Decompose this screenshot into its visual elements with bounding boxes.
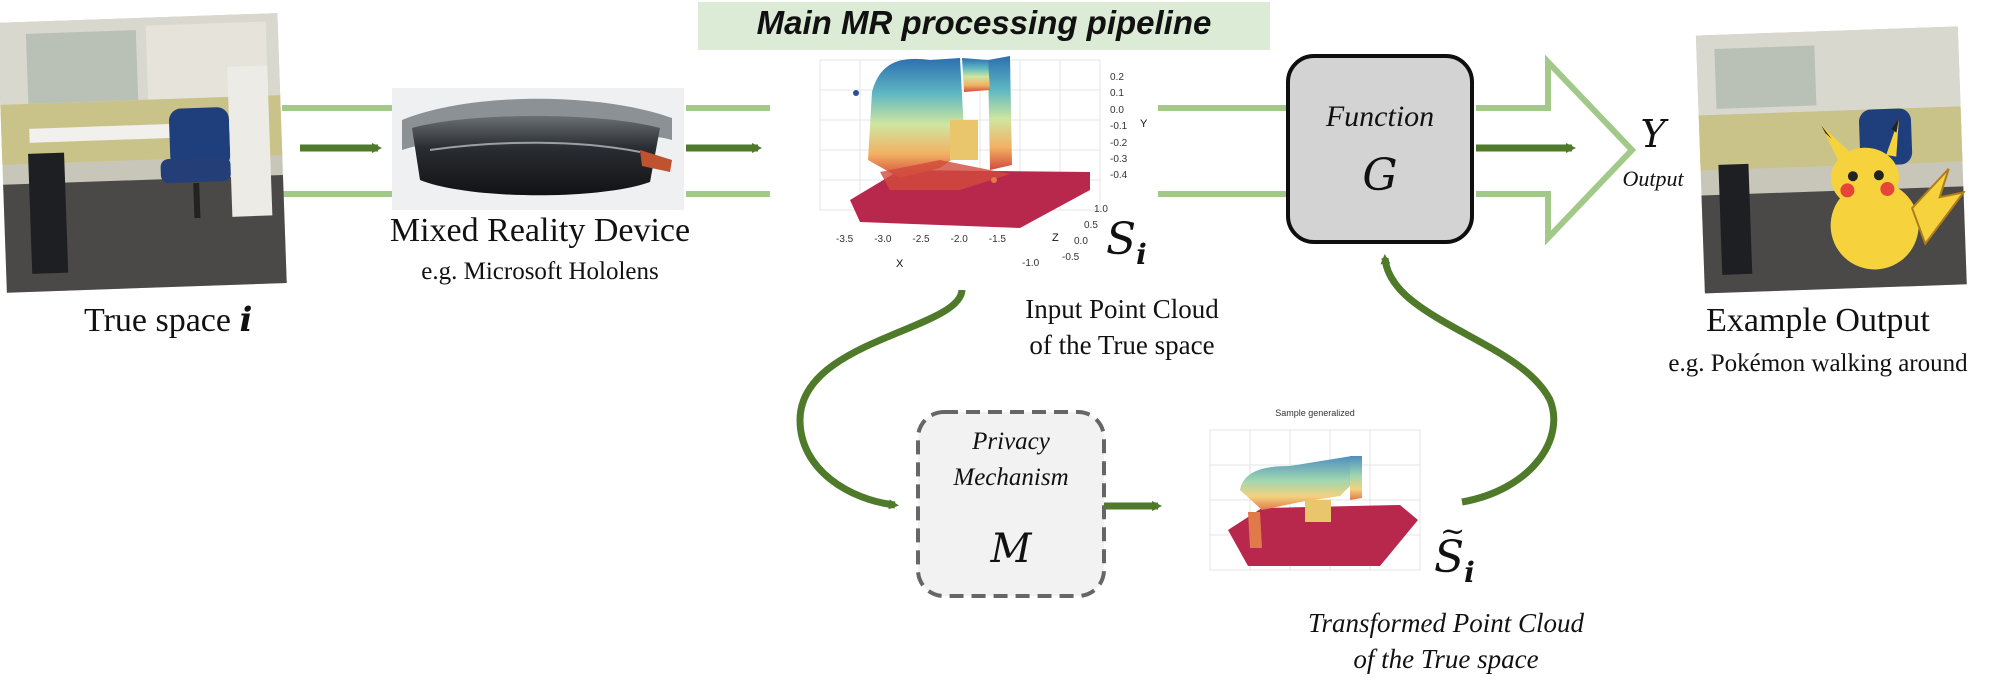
transformed-point-cloud-plot [1209, 429, 1421, 571]
y-tick: 0.0 [1110, 104, 1124, 116]
y-tick: -0.4 [1110, 170, 1128, 182]
input-cloud-x-axis-label: X [896, 258, 904, 270]
input-cloud-z-tick-row3: 0.0 [1074, 236, 1088, 247]
input-cloud-symbol-letter: S [1106, 214, 1137, 265]
z-tick: 1.0 [1094, 204, 1108, 215]
y-tick: -0.1 [1110, 121, 1128, 133]
input-cloud-desc-line1: Input Point Cloud [1025, 294, 1219, 324]
input-cloud-y-ticks: 0.2 0.1 0.0 -0.1 -0.2 -0.3 -0.4 [1110, 70, 1127, 185]
input-cloud-y-axis-label: Y [1140, 118, 1148, 130]
y-tick: 0.2 [1110, 72, 1124, 83]
flow-arrows [300, 143, 1576, 511]
true-space-photo [0, 13, 287, 293]
function-label: Function [1325, 100, 1435, 133]
device-example: e.g. Microsoft Hololens [421, 258, 659, 285]
transformed-cloud-desc-line2: of the True space [1353, 644, 1539, 674]
z-tick: -0.5 [1062, 252, 1080, 263]
example-output-title: Example Output [1706, 302, 1930, 339]
x-tick: -2.0 [950, 234, 968, 245]
input-cloud-z-tick-row2: 0.5 [1084, 220, 1098, 231]
transformed-cloud-desc-line1: Transformed Point Cloud [1307, 608, 1585, 638]
input-cloud-x-ticks: -3.5 -3.0 -2.5 -2.0 -1.5 [836, 234, 1006, 245]
input-cloud-subscript: i [1136, 237, 1147, 271]
transformed-cloud-subscript: i [1464, 555, 1475, 589]
privacy-mechanism-box[interactable] [916, 410, 1106, 598]
true-space-symbol: i [239, 300, 253, 340]
example-output-subtitle: e.g. Pokémon walking around [1668, 350, 1968, 377]
x-tick: -3.0 [874, 234, 892, 245]
function-box[interactable] [1286, 54, 1474, 244]
pipeline-title-banner [698, 2, 1270, 50]
z-tick: 0.5 [1084, 220, 1098, 231]
input-cloud-z-tick-row4: -0.5 [1062, 252, 1079, 263]
function-symbol: G [1362, 150, 1398, 201]
input-cloud-z-ticks: 1.0 [1094, 204, 1108, 215]
y-tick: 0.1 [1110, 88, 1124, 100]
y-tick: -0.2 [1110, 137, 1128, 149]
z-tick: -1.0 [1022, 258, 1040, 269]
output-label: Output [1622, 166, 1684, 191]
top-rails [282, 105, 1286, 197]
transformed-cloud-tilde: ~ [1440, 514, 1466, 549]
privacy-line1: Privacy [972, 428, 1050, 455]
x-tick: -2.5 [912, 234, 930, 245]
transformed-cloud-symbol: ~ S i [1434, 514, 1475, 589]
input-cloud-z-tick-row5: -1.0 [1022, 258, 1039, 269]
true-space-label: True space i [84, 300, 252, 340]
input-cloud-z-axis-label: Z [1052, 232, 1059, 244]
output-symbol: Y [1640, 112, 1666, 156]
pikachu-icon [1821, 118, 1966, 270]
privacy-symbol: M [990, 526, 1032, 572]
input-cloud-symbol: Si [1106, 214, 1147, 271]
device-name: Mixed Reality Device [389, 212, 691, 249]
privacy-line2: Mechanism [953, 464, 1069, 491]
transformed-plot-title: Sample generalized [1275, 408, 1355, 418]
example-output-photo [1695, 26, 1967, 294]
hololens-image [392, 88, 684, 210]
input-point-cloud-plot [819, 56, 1101, 228]
transformed-cloud-symbol-letter: S [1434, 532, 1465, 583]
input-cloud-desc-line2: of the True space [1029, 330, 1215, 360]
y-tick: -0.3 [1110, 154, 1128, 166]
true-space-text: True space [84, 302, 231, 339]
x-tick: -1.5 [988, 234, 1006, 245]
x-tick: -3.5 [836, 234, 854, 245]
pipeline-title: Main MR processing pipeline [756, 4, 1212, 41]
z-tick: 0.0 [1074, 236, 1088, 247]
output-hollow-arrow [1476, 54, 1637, 246]
